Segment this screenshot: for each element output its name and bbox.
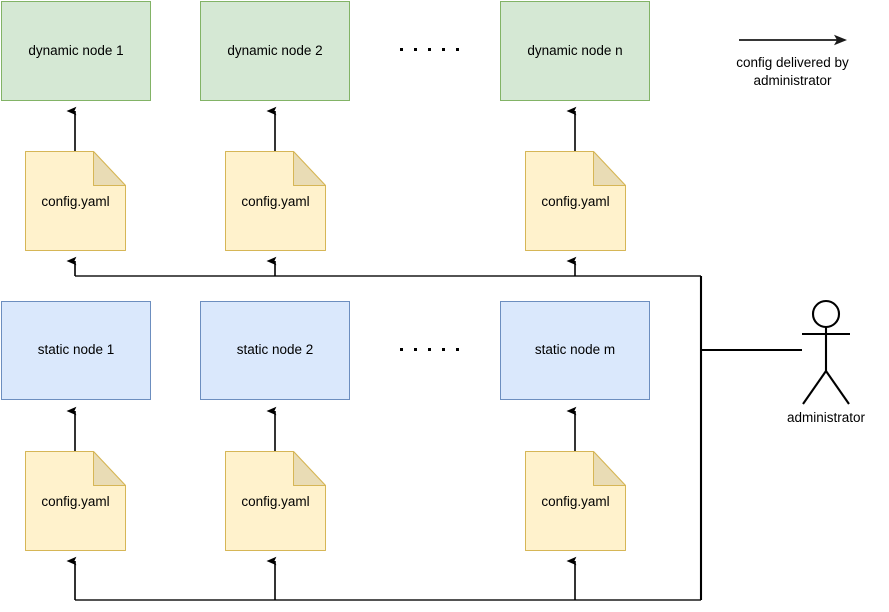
- ellipsis-dot: [414, 348, 417, 351]
- dynamic-node-2-label: dynamic node 2: [227, 42, 323, 58]
- ellipsis-static-node-row: [400, 348, 459, 351]
- dynamic-node-n[interactable]: dynamic node n: [500, 1, 650, 101]
- legend: config delivered by administrator: [700, 30, 885, 90]
- arrow-bus-to-dynamic-config: [66, 256, 577, 276]
- arrow-config-to-static-node: [66, 406, 577, 451]
- stick-figure-icon: [802, 299, 850, 405]
- config-document-static-1[interactable]: config.yaml: [25, 451, 126, 551]
- ellipsis-dot: [414, 48, 417, 51]
- arrow-right-icon: [738, 34, 847, 46]
- dynamic-node-1[interactable]: dynamic node 1: [1, 1, 151, 101]
- ellipsis-dot: [400, 48, 403, 51]
- ellipsis-dot: [456, 348, 459, 351]
- ellipsis-dot: [400, 348, 403, 351]
- ellipsis-dot: [442, 48, 445, 51]
- static-node-m[interactable]: static node m: [500, 301, 650, 400]
- administrator-label: administrator: [786, 410, 866, 425]
- dynamic-node-2[interactable]: dynamic node 2: [200, 1, 350, 101]
- config-document-static-m[interactable]: config.yaml: [525, 451, 626, 551]
- arrow-config-to-dynamic-node: [66, 106, 577, 151]
- dynamic-node-1-label: dynamic node 1: [28, 42, 124, 58]
- ellipsis-dot: [428, 48, 431, 51]
- arrow-bus-to-static-config: [66, 556, 577, 600]
- static-node-1-label: static node 1: [37, 342, 115, 358]
- dynamic-node-n-label: dynamic node n: [527, 42, 623, 58]
- legend-text-line-2: administrator: [753, 72, 832, 88]
- legend-text-line-1: config delivered by: [736, 55, 849, 70]
- static-node-2[interactable]: static node 2: [200, 301, 350, 400]
- config-document-dynamic-1[interactable]: config.yaml: [25, 151, 126, 251]
- ellipsis-dot: [428, 348, 431, 351]
- config-document-dynamic-2[interactable]: config.yaml: [225, 151, 326, 251]
- ellipsis-dynamic-node-row: [400, 48, 459, 51]
- static-node-2-label: static node 2: [236, 342, 314, 358]
- static-node-m-label: static node m: [534, 342, 616, 358]
- ellipsis-dot: [442, 348, 445, 351]
- administrator-actor[interactable]: administrator: [770, 292, 882, 425]
- ellipsis-dot: [456, 48, 459, 51]
- config-document-dynamic-n[interactable]: config.yaml: [525, 151, 626, 251]
- static-node-1[interactable]: static node 1: [1, 301, 151, 400]
- config-document-static-2[interactable]: config.yaml: [225, 451, 326, 551]
